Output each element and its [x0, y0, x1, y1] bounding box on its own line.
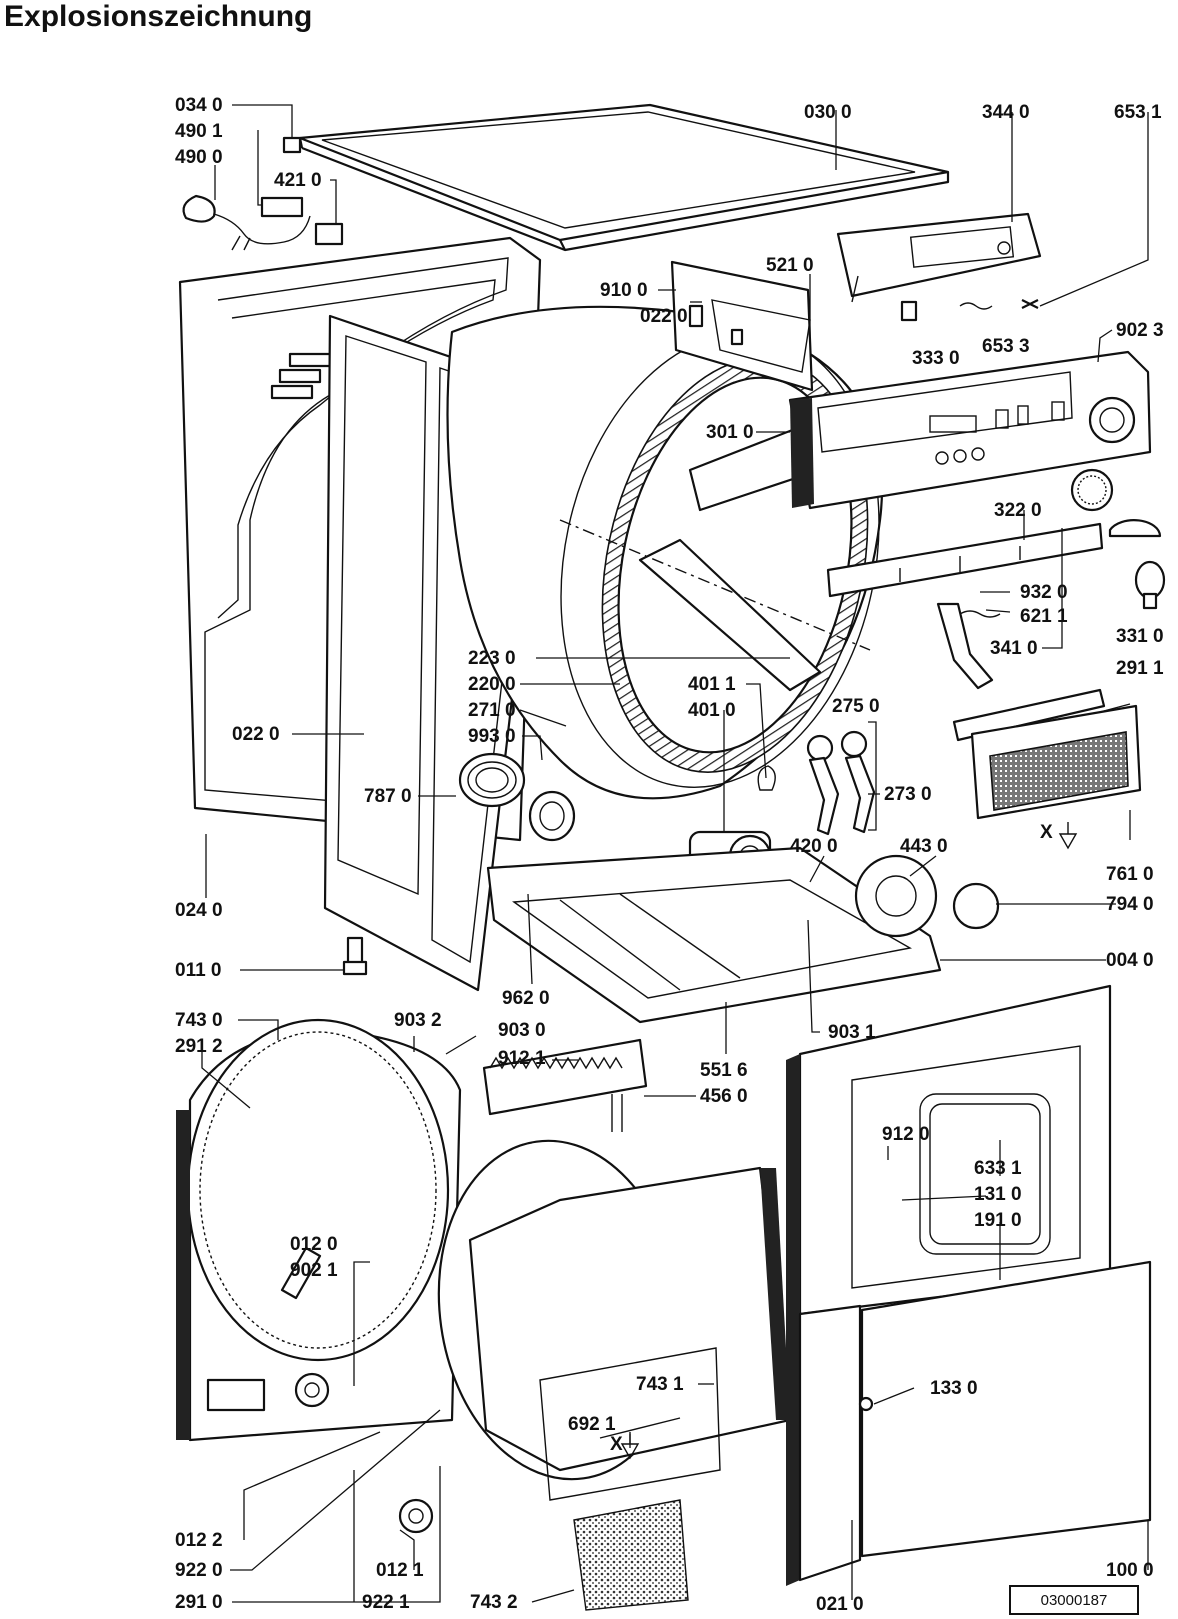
label-910-0: 910 0 — [600, 280, 648, 301]
label-133-0: 133 0 — [930, 1378, 978, 1399]
label-653-1: 653 1 — [1114, 102, 1162, 123]
label-456-0: 456 0 — [700, 1086, 748, 1107]
label-401-1: 401 1 — [688, 674, 736, 695]
label-787-0: 787 0 — [364, 786, 412, 807]
control-board — [836, 212, 1042, 322]
label-743-0: 743 0 — [175, 1010, 223, 1031]
label-993-0: 993 0 — [468, 726, 516, 747]
label-922-1: 922 1 — [362, 1592, 410, 1613]
label-223-0: 223 0 — [468, 648, 516, 669]
label-191-0: 191 0 — [974, 1210, 1022, 1231]
document-number-box — [1009, 1585, 1139, 1615]
label-962-0: 962 0 — [502, 988, 550, 1009]
label-021-0: 021 0 — [816, 1594, 864, 1615]
heater-coil — [458, 752, 576, 842]
label-100-0: 100 0 — [1106, 1560, 1154, 1581]
power-cord-parts — [182, 136, 344, 251]
control-panel — [788, 350, 1152, 510]
belt-tensioner — [806, 721, 877, 836]
label-692-1: 692 1 — [568, 1414, 616, 1435]
label-322-0: 322 0 — [994, 500, 1042, 521]
page-title: Explosionszeichnung — [4, 0, 313, 33]
switch-lever — [936, 602, 1001, 690]
label-291-2: 291 2 — [175, 1036, 223, 1057]
label-490-1: 490 1 — [175, 121, 223, 142]
label-011-0: 011 0 — [175, 960, 222, 981]
label-012-0: 012 0 — [290, 1234, 338, 1255]
label-022-0-frame: 022 0 — [232, 724, 280, 745]
label-551-6: 551 6 — [700, 1060, 748, 1081]
label-291-0: 291 0 — [175, 1592, 223, 1613]
label-291-1: 291 1 — [1116, 658, 1164, 679]
lint-filter: X — [952, 688, 1142, 850]
door — [786, 984, 1112, 1586]
leader-lines — [201, 104, 1149, 1603]
label-131-0: 131 0 — [974, 1184, 1022, 1205]
label-034-0: 034 0 — [175, 95, 223, 116]
label-902-1: 902 1 — [290, 1260, 338, 1281]
label-420-0: 420 0 — [790, 836, 838, 857]
base-pan — [486, 846, 1000, 1024]
label-024-0: 024 0 — [175, 900, 223, 921]
label-341-0: 341 0 — [990, 638, 1038, 659]
label-912-1: 912 1 — [498, 1048, 546, 1069]
label-903-1: 903 1 — [828, 1022, 876, 1043]
label-443-0: 443 0 — [900, 836, 948, 857]
part-labels: 034 0 490 1 490 0 421 0 030 0 344 0 653 … — [175, 95, 1164, 1615]
label-344-0: 344 0 — [982, 102, 1030, 123]
label-922-0: 922 0 — [175, 1560, 223, 1581]
heating-element — [482, 1038, 648, 1132]
label-275-0: 275 0 — [832, 696, 880, 717]
screw — [342, 936, 368, 976]
label-521-0: 521 0 — [766, 255, 814, 276]
rear-bracket — [670, 260, 814, 392]
label-012-1: 012 1 — [376, 1560, 424, 1581]
label-932-0: 932 0 — [1020, 582, 1068, 603]
label-331-0: 331 0 — [1116, 626, 1164, 647]
label-902-3: 902 3 — [1116, 320, 1164, 341]
label-903-0: 903 0 — [498, 1020, 546, 1041]
duct-direction-x: X — [610, 1434, 623, 1455]
front-bulkhead: X — [398, 1139, 792, 1611]
top-cover — [298, 103, 950, 252]
label-743-2: 743 2 — [470, 1592, 518, 1613]
label-271-0: 271 0 — [468, 700, 516, 721]
document-number: 03000187 — [1041, 1592, 1108, 1609]
label-794-0: 794 0 — [1106, 894, 1154, 915]
label-490-0: 490 0 — [175, 147, 223, 168]
label-004-0: 004 0 — [1106, 950, 1154, 971]
label-022-0-bracket: 022 0 — [640, 306, 688, 327]
label-633-1: 633 1 — [974, 1158, 1022, 1179]
label-903-2: 903 2 — [394, 1010, 442, 1031]
dial-knob — [1070, 468, 1166, 610]
label-621-1: 621 1 — [1020, 606, 1068, 627]
indicator-strip — [826, 522, 1104, 598]
label-401-0: 401 0 — [688, 700, 736, 721]
label-761-0: 761 0 — [1106, 864, 1154, 885]
label-301-0: 301 0 — [706, 422, 754, 443]
label-220-0: 220 0 — [468, 674, 516, 695]
label-030-0: 030 0 — [804, 102, 852, 123]
label-743-1: 743 1 — [636, 1374, 684, 1395]
label-653-3: 653 3 — [982, 336, 1030, 357]
filter-direction-x: X — [1040, 822, 1053, 843]
label-273-0: 273 0 — [884, 784, 932, 805]
label-421-0: 421 0 — [274, 170, 322, 191]
door-panel — [858, 1260, 1152, 1558]
label-012-2: 012 2 — [175, 1530, 223, 1551]
label-912-0: 912 0 — [882, 1124, 930, 1145]
rear-bulkhead — [176, 1018, 462, 1442]
label-333-0: 333 0 — [912, 348, 960, 369]
